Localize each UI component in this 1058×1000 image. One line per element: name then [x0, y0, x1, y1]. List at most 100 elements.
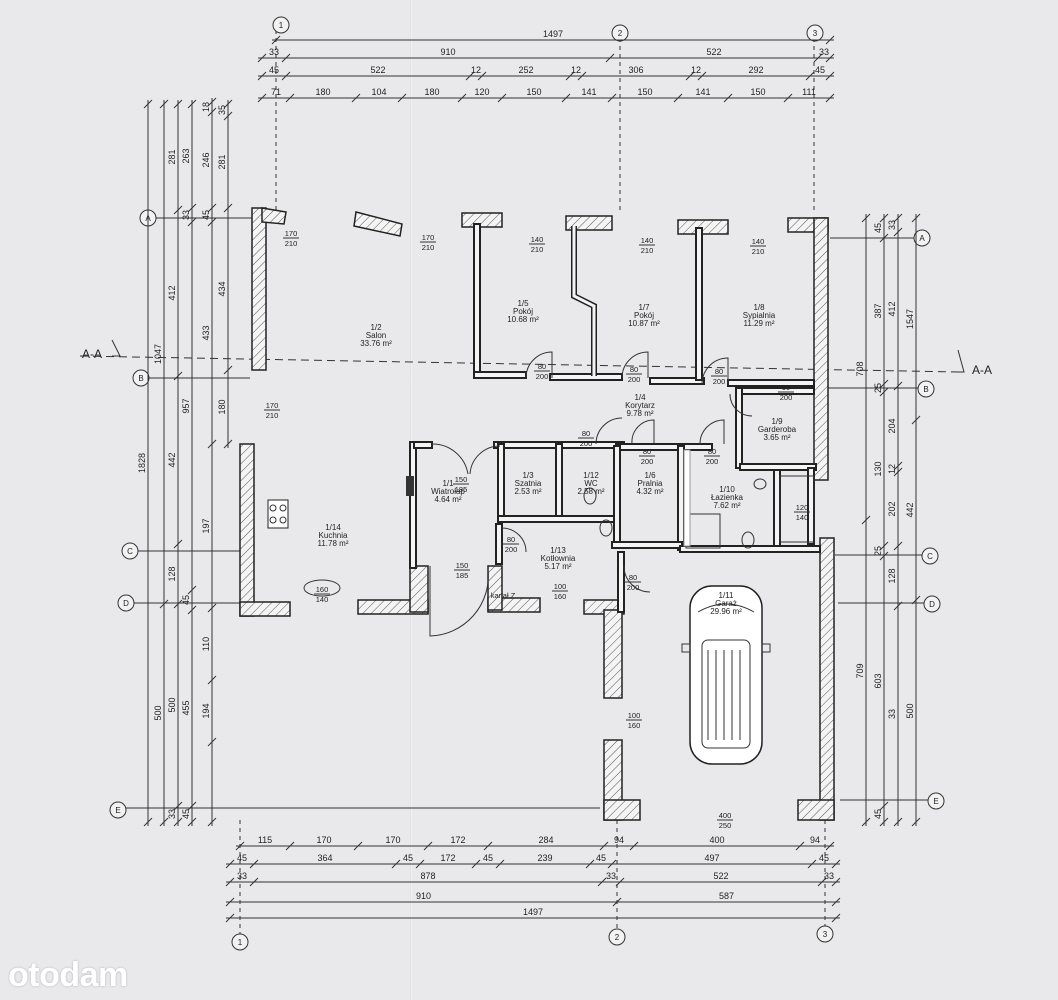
dimension-label: 45 — [181, 809, 191, 819]
opening-width: 80 — [538, 362, 546, 371]
opening-width: 170 — [266, 401, 279, 410]
dimension-label: 172 — [440, 853, 455, 863]
car-icon — [681, 585, 771, 765]
dimension-label: 281 — [167, 149, 177, 164]
room-lazienka-num: 1/10 — [719, 485, 735, 494]
room-wiatrolap-num: 1/1 — [442, 479, 454, 488]
opening-width: 80 — [629, 573, 637, 582]
room-wc-area: 2.58 m² — [577, 487, 604, 496]
room-korytarz-num: 1/4 — [634, 393, 646, 402]
axis-markers: 1 2 3 1 2 3 A B C D E A B C D E — [109, 16, 945, 951]
dimension-label: 442 — [167, 452, 177, 467]
room-pokoj1-area: 10.68 m² — [507, 315, 539, 324]
opening-height: 210 — [285, 239, 298, 248]
dimension-label: 500 — [905, 703, 915, 718]
axis-2-bottom: 2 — [615, 933, 620, 942]
dimension-label: 12 — [887, 464, 897, 474]
room-kuchnia-num: 1/14 — [325, 523, 341, 532]
dimension-label: 110 — [201, 637, 211, 651]
room-kuchnia-area: 11.78 m² — [318, 539, 349, 548]
dimension-label: 45 — [237, 853, 247, 863]
dimension-label: 45 — [403, 853, 413, 863]
exterior-walls — [239, 207, 835, 821]
dimension-label: 150 — [526, 87, 541, 97]
dimension-label: 197 — [201, 518, 211, 533]
dimension-label: 180 — [424, 87, 439, 97]
dimension-label: 45 — [873, 223, 883, 233]
dimension-label: 33 — [269, 47, 279, 57]
dimension-label: 1547 — [905, 309, 915, 329]
room-salon-num: 1/2 — [370, 323, 382, 332]
dimension-label: 94 — [614, 835, 624, 845]
room-lazienka-area: 7.62 m² — [713, 501, 740, 510]
dimension-lines — [143, 35, 921, 923]
axis-C-right: C — [927, 552, 933, 561]
grid-lines — [118, 30, 940, 940]
room-kuchnia-name: Kuchnia — [319, 531, 348, 540]
opening-height: 200 — [706, 457, 719, 466]
opening-height: 160 — [628, 721, 641, 730]
room-sypialnia-name: Sypialnia — [743, 311, 776, 320]
opening-height: 210 — [266, 411, 279, 420]
dimension-label: 412 — [167, 285, 177, 300]
dimension-label: 522 — [370, 65, 385, 75]
dimension-label: 94 — [810, 835, 820, 845]
room-kotlownia-area: 5.17 m² — [544, 562, 571, 571]
opening-width: 90 — [782, 383, 790, 392]
dimension-label: 128 — [167, 566, 177, 581]
dimension-label: 603 — [873, 673, 883, 688]
dimension-label: 292 — [748, 65, 763, 75]
dimension-label: 45 — [596, 853, 606, 863]
opening-height: 140 — [796, 513, 809, 522]
kanal-label: kanał Z — [491, 591, 516, 600]
axis-B-right: B — [923, 385, 928, 394]
dimension-label: 71 — [271, 87, 281, 97]
dimension-label: 500 — [153, 705, 163, 720]
dimension-label: 433 — [201, 325, 211, 340]
dimension-label: 434 — [217, 281, 227, 296]
dimension-label: 35 — [217, 105, 227, 115]
opening-height: 210 — [752, 247, 765, 256]
section-label-right: A-A — [972, 363, 992, 377]
room-korytarz-name: Korytarz — [625, 401, 655, 410]
room-wiatrolap-area: 4.64 m² — [434, 495, 461, 504]
opening-height: 200 — [780, 393, 793, 402]
dimension-label: 455 — [181, 700, 191, 715]
watermark-logo: otodam — [8, 956, 128, 994]
room-kotlownia-name: Kotłownia — [541, 554, 576, 563]
dimension-label: 878 — [420, 871, 435, 881]
dimension-label: 128 — [887, 568, 897, 583]
dimension-label: 12 — [471, 65, 481, 75]
dimension-label: 281 — [217, 154, 227, 169]
axis-C-left: C — [127, 547, 133, 556]
opening-height: 185 — [456, 571, 469, 580]
opening-width: 150 — [456, 561, 469, 570]
dimension-label: 45 — [483, 853, 493, 863]
room-wc-name: WC — [584, 479, 598, 488]
room-pralnia-num: 1/6 — [644, 471, 656, 480]
opening-width: 80 — [715, 367, 723, 376]
opening-width: 170 — [285, 229, 298, 238]
dimension-label: 45 — [269, 65, 279, 75]
room-szatnia-name: Szatnia — [515, 479, 542, 488]
room-lazienka-name: Łazienka — [711, 493, 744, 502]
room-garderoba-num: 1/9 — [771, 417, 783, 426]
room-garaz-num: 1/11 — [719, 591, 735, 600]
room-szatnia-area: 2.53 m² — [514, 487, 541, 496]
opening-width: 140 — [752, 237, 765, 246]
